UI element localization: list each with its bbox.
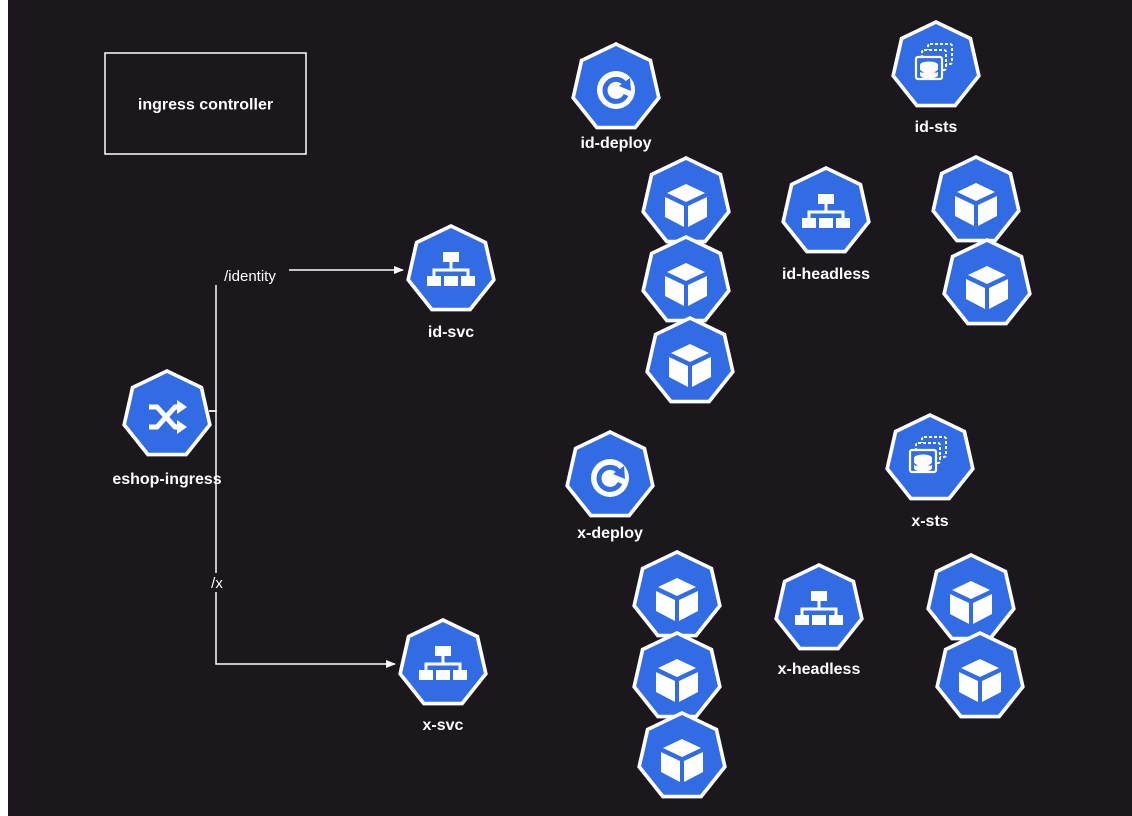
statefulset-icon [891, 20, 981, 108]
statefulset-icon [885, 413, 975, 501]
id-sts-pod-2-node[interactable] [942, 238, 1032, 326]
x-svc-label: x-svc [423, 717, 464, 734]
id-pod-3-node[interactable] [645, 316, 735, 404]
id-deploy-label: id-deploy [580, 135, 651, 152]
id-deploy-node[interactable]: id-deploy [571, 42, 661, 152]
id-sts-node[interactable]: id-sts [891, 20, 981, 136]
pod-icon [641, 156, 731, 244]
ingress-controller-box[interactable]: ingress controller [104, 52, 307, 155]
ingress-icon [122, 369, 212, 457]
pod-icon [935, 631, 1025, 719]
x-pod-2-node[interactable] [632, 631, 722, 719]
deployment-icon [571, 42, 661, 130]
ingress-controller-label: ingress controller [138, 97, 273, 114]
kubernetes-diagram: ingress controller /identity/x eshop-ing… [104, 20, 1032, 799]
id-pod-1-node[interactable] [641, 156, 731, 244]
pod-icon [645, 316, 735, 404]
eshop-ingress-node[interactable]: eshop-ingress [112, 369, 222, 488]
x-deploy-label: x-deploy [577, 525, 643, 542]
edge-identity-label-bg [211, 266, 289, 285]
edge-x-label-bg [206, 573, 228, 592]
x-deploy-node[interactable]: x-deploy [565, 430, 655, 542]
service-icon [398, 618, 488, 706]
service-icon [774, 563, 864, 651]
pod-icon [632, 550, 722, 638]
x-sts-pod-1-node[interactable] [926, 553, 1016, 641]
ingress-controller-border [104, 52, 307, 155]
service-icon [406, 224, 496, 312]
x-pod-1-node[interactable] [632, 550, 722, 638]
edge-x-line [209, 410, 396, 668]
id-svc-label: id-svc [428, 324, 474, 341]
x-headless-node[interactable]: x-headless [774, 563, 864, 678]
pod-icon [926, 553, 1016, 641]
x-sts-label: x-sts [911, 513, 948, 530]
id-headless-node[interactable]: id-headless [781, 166, 871, 283]
pod-icon [637, 711, 727, 799]
id-headless-label: id-headless [782, 266, 870, 283]
id-sts-label: id-sts [915, 119, 958, 136]
id-pod-2-node[interactable] [641, 235, 731, 323]
diagram-canvas: ingress controller /identity/x eshop-ing… [8, 0, 1132, 816]
edge-x[interactable]: /x [206, 410, 396, 668]
x-pod-3-node[interactable] [637, 711, 727, 799]
x-headless-label: x-headless [778, 661, 861, 678]
edge-x-label: /x [211, 575, 223, 592]
edge-identity-line [209, 266, 404, 412]
edge-identity[interactable]: /identity [209, 266, 404, 412]
x-sts-node[interactable]: x-sts [885, 413, 975, 530]
pod-icon [931, 155, 1021, 243]
x-svc-node[interactable]: x-svc [398, 618, 488, 734]
pod-icon [632, 631, 722, 719]
service-icon [781, 166, 871, 254]
id-sts-pod-1-node[interactable] [931, 155, 1021, 243]
edge-identity-label: /identity [224, 268, 276, 285]
pod-icon [942, 238, 1032, 326]
eshop-ingress-label: eshop-ingress [112, 471, 221, 488]
pod-icon [641, 235, 731, 323]
deployment-icon [565, 430, 655, 518]
id-svc-node[interactable]: id-svc [406, 224, 496, 341]
x-sts-pod-2-node[interactable] [935, 631, 1025, 719]
